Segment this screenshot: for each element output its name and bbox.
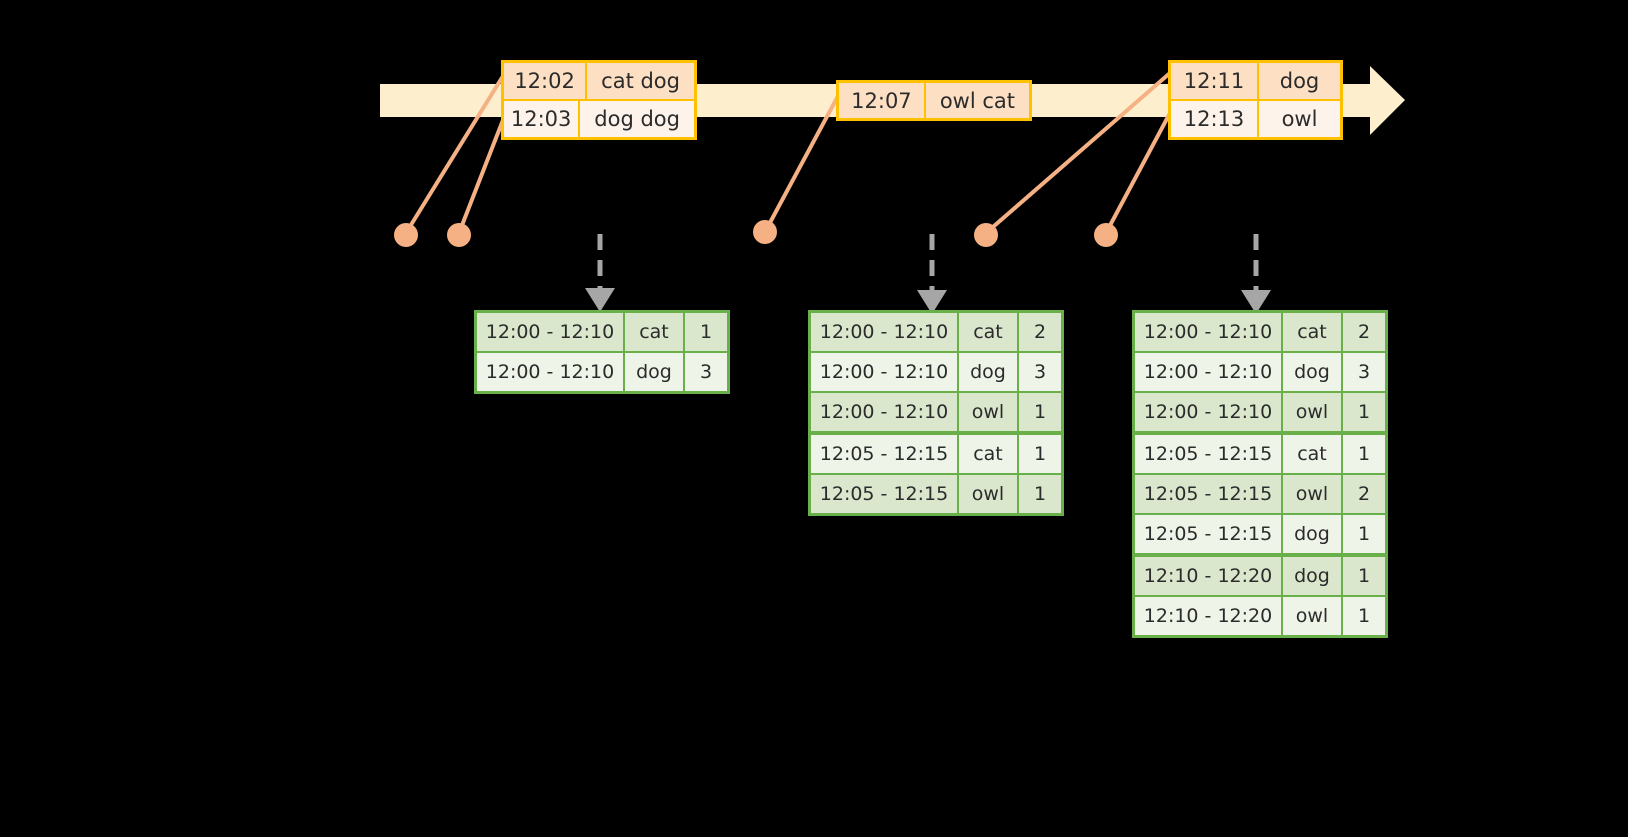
origin-dot-1 (394, 223, 418, 247)
cell-count: 1 (1357, 401, 1371, 423)
event-text: cat dog (601, 69, 680, 93)
cell-word: owl (1283, 475, 1343, 513)
event-row[interactable]: 12:11 dog (1171, 63, 1340, 99)
origin-dot-3 (753, 220, 777, 244)
event-time: 12:07 (839, 83, 926, 118)
cell-word: dog (1283, 515, 1343, 553)
event-row[interactable]: 12:07 owl cat (839, 83, 1029, 118)
cell-count: 1 (1033, 443, 1047, 465)
cell-count: 1 (1033, 483, 1047, 505)
cell-word: cat (959, 435, 1019, 473)
cell-window: 12:05 - 12:15 (1135, 435, 1283, 473)
event-box-group-1[interactable]: 12:02 cat dog 12:03 dog dog (501, 60, 697, 140)
cell-window: 12:00 - 12:10 (811, 353, 959, 391)
cell-word: owl (1283, 393, 1343, 431)
cell-count: 1 (699, 321, 713, 343)
cell-count: 1 (1357, 565, 1371, 587)
event-box-group-3[interactable]: 12:11 dog 12:13 owl (1168, 60, 1343, 140)
cell-window: 12:00 - 12:10 (811, 393, 959, 431)
cell-window: 12:00 - 12:10 (1135, 353, 1283, 391)
cell-word: dog (625, 353, 685, 391)
cell-count: 1 (1357, 523, 1371, 545)
cell-window: 12:05 - 12:15 (811, 475, 959, 513)
cell-count: 3 (1033, 361, 1047, 383)
cell-window: 12:05 - 12:15 (1135, 515, 1283, 553)
event-time: 12:03 (504, 101, 581, 137)
dashed-arrow-head-1 (585, 288, 615, 312)
cell-word: dog (1283, 353, 1343, 391)
cell-count: 2 (1033, 321, 1047, 343)
event-time: 12:13 (1171, 101, 1259, 137)
cell-window: 12:05 - 12:15 (811, 435, 959, 473)
cell-count: 3 (699, 361, 713, 383)
leader-line-5 (1104, 111, 1172, 235)
cell-window: 12:00 - 12:10 (1135, 393, 1283, 431)
cell-word: dog (1283, 557, 1343, 595)
event-row[interactable]: 12:03 dog dog (504, 99, 694, 137)
cell-count: 1 (1357, 443, 1371, 465)
cell-count: 1 (1357, 605, 1371, 627)
cell-word: cat (959, 313, 1019, 351)
cell-window: 12:10 - 12:20 (1135, 597, 1283, 635)
event-time: 12:02 (504, 63, 588, 99)
event-row[interactable]: 12:02 cat dog (504, 63, 694, 99)
cell-window: 12:00 - 12:10 (1135, 313, 1283, 351)
cell-word: cat (1283, 313, 1343, 351)
cell-word: cat (1283, 435, 1343, 473)
cell-count: 3 (1357, 361, 1371, 383)
cell-word: owl (959, 393, 1019, 431)
origin-dot-2 (447, 223, 471, 247)
cell-count: 2 (1357, 321, 1371, 343)
cell-window: 12:05 - 12:15 (1135, 475, 1283, 513)
cell-count: 2 (1357, 483, 1371, 505)
event-text: dog dog (594, 107, 680, 131)
event-text: owl cat (939, 88, 1015, 113)
cell-word: owl (959, 475, 1019, 513)
cell-word: dog (959, 353, 1019, 391)
event-text: dog (1279, 69, 1320, 93)
event-row[interactable]: 12:13 owl (1171, 99, 1340, 137)
cell-window: 12:00 - 12:10 (477, 313, 625, 351)
event-box-group-2[interactable]: 12:07 owl cat (836, 80, 1032, 121)
origin-dot-5 (1094, 223, 1118, 247)
cell-window: 12:00 - 12:10 (477, 353, 625, 391)
cell-window: 12:00 - 12:10 (811, 313, 959, 351)
leader-line-2 (457, 118, 505, 235)
event-text: owl (1281, 107, 1318, 131)
cell-word: owl (1283, 597, 1343, 635)
origin-dot-4 (974, 223, 998, 247)
cell-count: 1 (1033, 401, 1047, 423)
cell-window: 12:10 - 12:20 (1135, 557, 1283, 595)
event-time: 12:11 (1171, 63, 1259, 99)
cell-word: cat (625, 313, 685, 351)
